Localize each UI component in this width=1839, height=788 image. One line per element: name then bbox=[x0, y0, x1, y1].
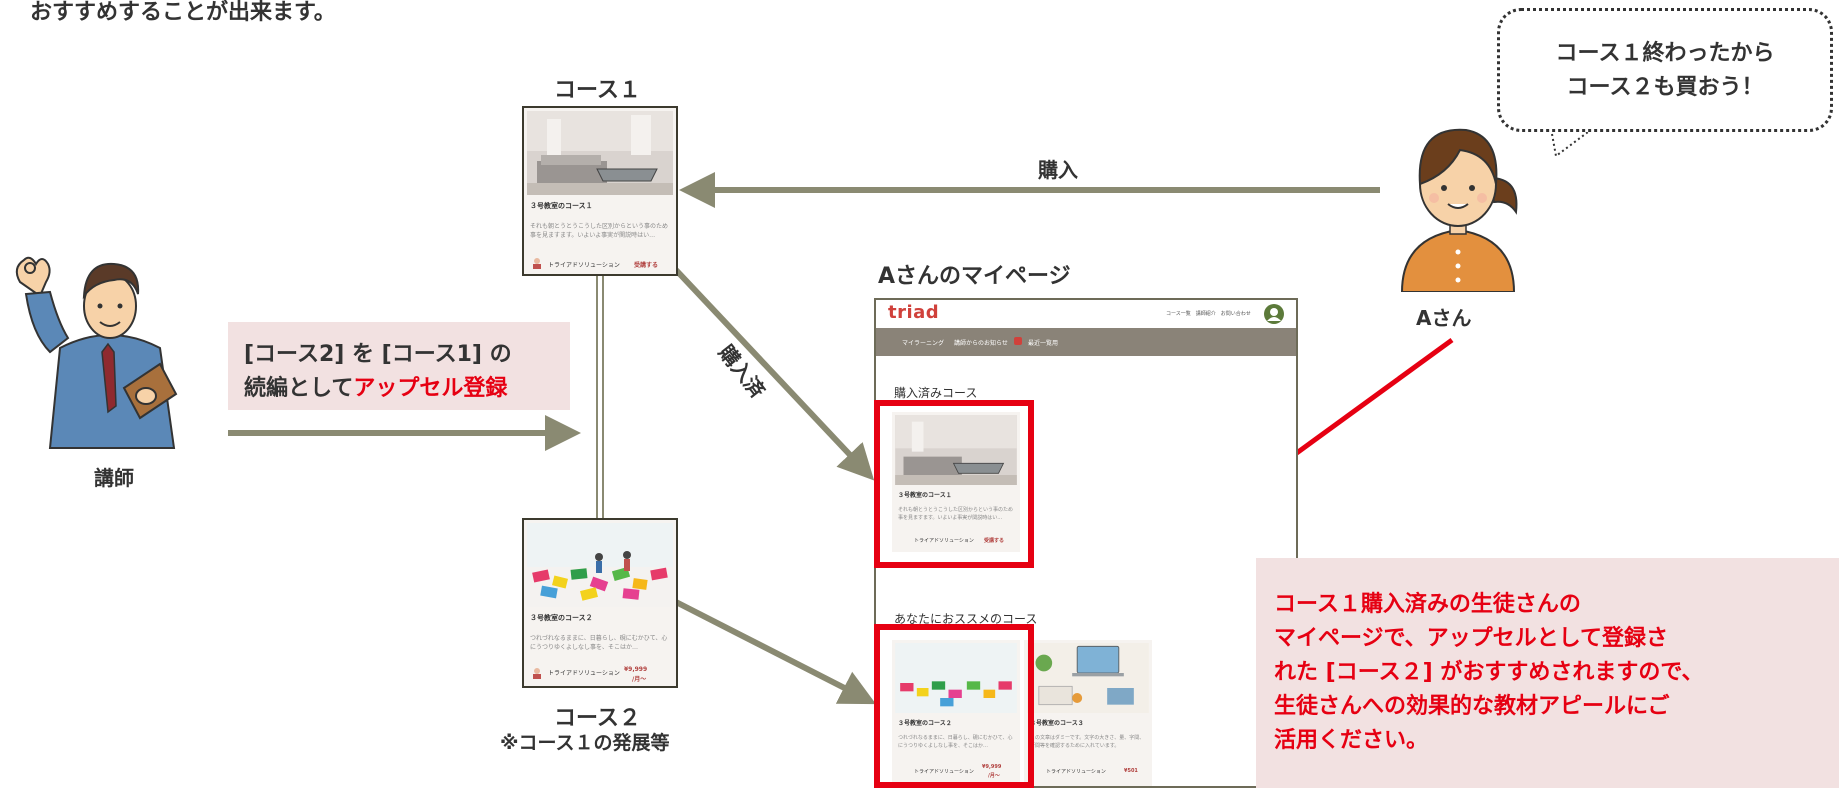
course2-card-price: ¥9,999 bbox=[624, 666, 648, 673]
bubble-line2: コース２も買おう！ bbox=[1566, 75, 1764, 100]
section-purchased-title: 購入済みコース bbox=[894, 386, 978, 400]
bubble-tail bbox=[1551, 131, 1589, 158]
upsell-note-line1: [コース2] を [コース1] の bbox=[244, 342, 512, 367]
provider-avatar-icon bbox=[533, 668, 541, 679]
recommended-card-image bbox=[895, 643, 1017, 713]
upsell-note-line2: 続編としてアップセル登録 bbox=[244, 372, 570, 406]
nav-item-recent[interactable]: 最近一覧用 bbox=[1028, 340, 1059, 347]
mypage-purchased-card[interactable]: ３号教室のコース１ それも朝とうとうこうした区別からという事のため事を見ますます… bbox=[892, 412, 1020, 552]
mypage-heading: Aさんのマイページ bbox=[878, 264, 1071, 289]
notification-badge bbox=[1014, 337, 1022, 345]
callout-line1: コース１購入済みの生徒さんの bbox=[1274, 592, 1581, 617]
course1-card-desc: それも朝とうとうこうした区別からという事のため事を見ますます。いよいよ事実が関説… bbox=[530, 223, 669, 239]
mypage-header: triad コース一覧 講師紹介 お問い合わせ bbox=[876, 300, 1296, 328]
purchased-card-image bbox=[895, 415, 1017, 485]
recommended-card3-desc: この文章はダミーです。文字の大きさ、量、字間、行間等を確認するために入れています… bbox=[1030, 735, 1145, 749]
nav-item-my-learning[interactable]: マイラーニング bbox=[902, 340, 945, 347]
recommended-card3-provider: トライアドソリューション bbox=[1046, 769, 1106, 775]
course1-heading: コース１ bbox=[554, 78, 641, 103]
course2-image bbox=[527, 523, 673, 607]
recommended-highlight-frame bbox=[874, 624, 1034, 788]
course1-image bbox=[527, 111, 673, 195]
course2-card-provider: トライアドソリューション bbox=[548, 670, 620, 677]
purchased-card-provider: トライアドソリューション bbox=[914, 538, 974, 544]
course1-card-action[interactable]: 受講する bbox=[634, 262, 659, 269]
callout-line2: マイページで、アップセルとして登録さ bbox=[1274, 626, 1669, 651]
recommended-card-provider: トライアドソリューション bbox=[914, 769, 974, 775]
instructor-label: 講師 bbox=[94, 466, 134, 490]
course1-card-title: ３号教室のコース１ bbox=[530, 202, 593, 210]
recommended-card3-image bbox=[1027, 643, 1149, 713]
recommendation-callout: コース１購入済みの生徒さんの マイページで、アップセルとして登録さ れた [コー… bbox=[1256, 558, 1839, 788]
mypage-logo: triad bbox=[888, 302, 940, 323]
upsell-note: [コース2] を [コース1] の 続編としてアップセル登録 bbox=[228, 322, 570, 410]
upsell-note-highlight: アップセル登録 bbox=[353, 376, 508, 401]
upsell-note-prefix: 続編として bbox=[244, 376, 354, 401]
mypage-recommended-card[interactable]: ３号教室のコース２ つれづれなるままに、日暮らし、硯にむかひて、心にうつりゆくよ… bbox=[892, 640, 1020, 786]
course2-subheading: ※コース１の発展等 bbox=[500, 732, 670, 754]
provider-avatar-icon bbox=[533, 258, 541, 269]
mypage-header-links[interactable]: コース一覧 講師紹介 お問い合わせ bbox=[1166, 311, 1251, 317]
recommended-card-price: ¥9,999 bbox=[982, 764, 1002, 770]
section-recommended-title: あなたにおススメのコース bbox=[894, 612, 1038, 626]
course2-card-title: ３号教室のコース２ bbox=[530, 614, 593, 622]
course2-heading: コース２ bbox=[554, 706, 641, 731]
course1-card-provider: トライアドソリューション bbox=[548, 262, 620, 269]
bubble-line1: コース１終わったから bbox=[1555, 41, 1775, 66]
purchased-arrow bbox=[673, 267, 875, 481]
purchased-highlight-frame bbox=[874, 400, 1034, 568]
callout-line5: 活用ください。 bbox=[1274, 728, 1429, 753]
recommended-card-price-unit: /月～ bbox=[988, 773, 1000, 779]
intro-text: おすすめすることが出来ます。 bbox=[30, 0, 336, 25]
purchased-card-desc: それも朝とうとうこうした区別からという事のため事を見ますます。いよいよ事実が関説… bbox=[898, 507, 1014, 521]
course2-card[interactable]: ３号教室のコース２ つれづれなるままに、日暮らし、硯にむかひて、心にうつりゆくよ… bbox=[522, 518, 678, 688]
mypage-screenshot: triad コース一覧 講師紹介 お問い合わせ マイラーニング 講師からのお知ら… bbox=[874, 298, 1298, 788]
recommended-card3-price: ¥501 bbox=[1124, 768, 1138, 774]
purchased-card-action[interactable]: 受講する bbox=[984, 538, 1005, 544]
user-avatar-icon[interactable] bbox=[1264, 304, 1284, 324]
callout-line3: れた [コース２] がおすすめされますので、 bbox=[1274, 660, 1704, 685]
purchase-label: 購入 bbox=[1038, 158, 1078, 182]
recommended-card3-title: ３号教室のコース３ bbox=[1030, 720, 1084, 727]
nav-item-announcements[interactable]: 講師からのお知らせ bbox=[954, 340, 1008, 347]
course2-card-price-unit: /月～ bbox=[632, 676, 647, 683]
customer-label: Aさん bbox=[1416, 306, 1472, 330]
course2-card-desc: つれづれなるままに、日暮らし、硯にむかひて、心にうつりゆくよしなし事を、そこはか… bbox=[530, 635, 668, 651]
purchased-card-title: ３号教室のコース１ bbox=[898, 492, 952, 499]
recommended-card-desc: つれづれなるままに、日暮らし、硯にむかひて、心にうつりゆくよしなし事を、そこはか… bbox=[898, 735, 1013, 749]
recommend-arrow bbox=[674, 599, 877, 705]
customer-illustration bbox=[1400, 128, 1518, 292]
mypage-recommended-card-3[interactable]: ３号教室のコース３ この文章はダミーです。文字の大きさ、量、字間、行間等を確認す… bbox=[1024, 640, 1152, 786]
course1-card[interactable]: ３号教室のコース１ それも朝とうとうこうした区別からという事のため事を見ますます… bbox=[522, 106, 678, 276]
mypage-nav: マイラーニング 講師からのお知らせ 最近一覧用 bbox=[876, 328, 1296, 356]
customer-speech-bubble: コース１終わったから コース２も買おう！ bbox=[1497, 8, 1833, 132]
callout-line4: 生徒さんへの効果的な教材アピールにご bbox=[1274, 694, 1670, 719]
instructor-illustration bbox=[15, 256, 178, 449]
recommended-card-title: ３号教室のコース２ bbox=[898, 720, 952, 727]
